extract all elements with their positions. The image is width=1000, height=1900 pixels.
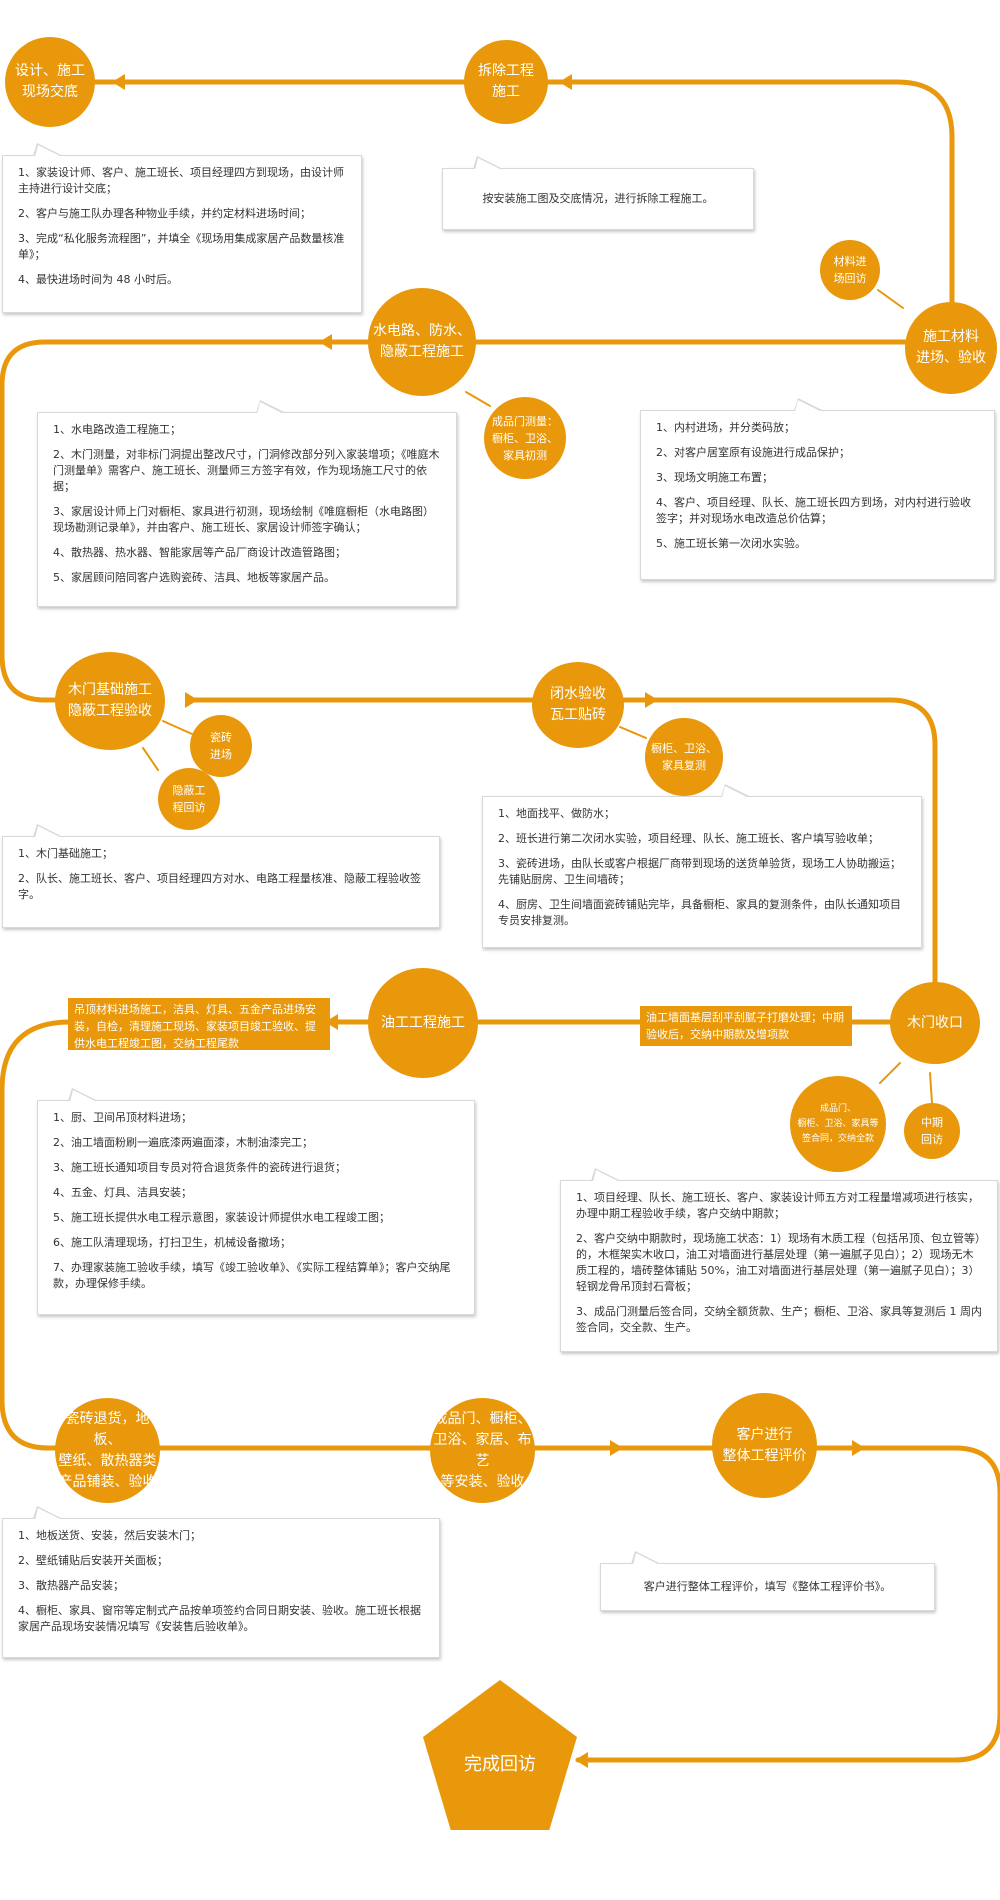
note-item: 1、水电路改造工程施工； — [53, 423, 181, 436]
note-item: 3、现场文明施工布置； — [656, 471, 773, 484]
note-item: 4、厨房、卫生间墙面瓷砖铺贴完毕，具备橱柜、家具的复测条件，由队长通知项目专员安… — [498, 898, 901, 927]
flow-arrow — [610, 1440, 623, 1456]
node-design-handover: 设计、施工 现场交底 — [5, 37, 95, 127]
node-evaluation: 客户进行 整体工程评价 — [712, 1393, 817, 1498]
tag-wall-putty: 油工墙面基层刮平刮腻子打磨处理；中期验收后，交纳中期款及增项款 — [640, 1006, 852, 1046]
note-item: 4、最快进场时间为 48 小时后。 — [18, 273, 178, 286]
note-box-materials: 1、内村进场，并分类码放； 2、对客户居室原有设施进行成品保护； 3、现场文明施… — [640, 398, 995, 580]
note-item: 3、散热器产品安装； — [18, 1579, 124, 1592]
note-item: 2、班长进行第二次闭水实验，项目经理、队长、施工班长、客户填写验收单； — [498, 832, 879, 845]
subnode-mid-visit: 中期 回访 — [904, 1103, 960, 1159]
note-item: 1、项目经理、队长、施工班长、客户、家装设计师五方对工程量增减项进行核实，办理中… — [576, 1191, 979, 1220]
node-finished-products: 成品门、橱柜、 卫浴、家居、布艺 等安装、验收 — [430, 1398, 535, 1503]
note-item: 3、完成“私化服务流程图”，并填全《现场用集成家居产品数量核准单》； — [18, 232, 345, 261]
flow-arrow — [185, 692, 198, 708]
note-item: 1、木门基础施工； — [18, 847, 113, 860]
note-item: 2、油工墙面粉刷一遍底漆两遍面漆，木制油漆完工； — [53, 1136, 313, 1149]
note-item: 6、施工队清理现场，打扫卫生，机械设备撤场； — [53, 1236, 291, 1249]
note-box-evaluation: 客户进行整体工程评价，填写《整体工程评价书》。 — [600, 1551, 935, 1611]
subnode-hidden-visit: 隐蔽工 程回访 — [158, 768, 220, 830]
note-item: 5、家居顾问陪同客户选购瓷砖、洁具、地板等家居产品。 — [53, 571, 335, 584]
node-demolition: 拆除工程 施工 — [464, 40, 548, 124]
note-box-design-handover: 1、家装设计师、客户、施工班长、项目经理四方到现场，由设计师主持进行设计交底； … — [2, 143, 362, 313]
note-item: 3、成品门测量后签合同，交纳全额货款、生产；橱柜、卫浴、家具等复测后 1 周内签… — [576, 1305, 982, 1334]
connector-cabinet-recheck — [619, 726, 647, 739]
note-item: 4、散热器、热水器、智能家居等产品厂商设计改造管路图； — [53, 546, 346, 559]
note-item: 2、壁纸铺贴后安装开关面板； — [18, 1554, 168, 1567]
note-item: 客户进行整体工程评价，填写《整体工程评价书》。 — [643, 1580, 892, 1593]
note-item: 2、客户交纳中期款时，现场施工状态：1）现场有木质工程（包括吊顶、包立管等）的，… — [576, 1232, 981, 1293]
note-item: 2、客户与施工队办理各种物业手续，并约定材料进场时间； — [18, 207, 311, 220]
node-materials-entry: 施工材料 进场、验收 — [905, 302, 997, 394]
note-item: 3、施工班长通知项目专员对符合退货条件的瓷砖进行退货； — [53, 1161, 346, 1174]
note-item: 2、对客户居室原有设施进行成品保护； — [656, 446, 850, 459]
note-box-demolition: 按安装施工图及交底情况，进行拆除工程施工。 — [442, 156, 754, 230]
note-item: 4、客户、项目经理、队长、施工班长四方到场，对内村进行验收签字；并对现场水电改造… — [656, 496, 971, 525]
connector-contract — [879, 1062, 901, 1084]
flow-arrow — [645, 692, 658, 708]
note-item: 1、家装设计师、客户、施工班长、项目经理四方到现场，由设计师主持进行设计交底； — [18, 166, 344, 195]
note-item: 1、内村进场，并分类码放； — [656, 421, 795, 434]
note-item: 按安装施工图及交底情况，进行拆除工程施工。 — [482, 192, 714, 205]
flow-line-row1 — [92, 79, 955, 315]
node-water-test-tiling: 闭水验收 瓦工贴砖 — [532, 662, 624, 748]
note-item: 5、施工班长第一次闭水实验。 — [656, 537, 806, 550]
node-wood-door-finish: 木门收口 — [890, 982, 980, 1064]
note-box-painting: 1、厨、卫间吊顶材料进场； 2、油工墙面粉刷一遍底漆两遍面漆，木制油漆完工； 3… — [37, 1088, 475, 1315]
node-painting: 油工工程施工 — [368, 968, 478, 1078]
note-box-plumbing: 1、水电路改造工程施工； 2、木门测量，对非标门洞提出整改尺寸，门洞修改部分列入… — [37, 400, 457, 607]
flow-arrow — [112, 74, 125, 90]
note-item: 2、队长、施工班长、客户、项目经理四方对水、电路工程量核准、隐蔽工程验收签字。 — [18, 872, 421, 901]
subnode-cabinet-recheck: 橱柜、卫浴、 家具复测 — [645, 718, 723, 796]
subnode-contract-sign: 成品门、 橱柜、卫浴、家具等 签合同，交纳全款 — [790, 1076, 886, 1172]
note-item: 1、地面找平、做防水； — [498, 807, 615, 820]
flow-arrow — [575, 1752, 588, 1768]
note-item: 4、五金、灯具、洁具安装； — [53, 1186, 192, 1199]
connector-tile-entry — [162, 720, 193, 735]
note-box-mid-payment: 1、项目经理、队长、施工班长、客户、家装设计师五方对工程量增减项进行核实，办理中… — [560, 1168, 998, 1352]
flow-arrow — [319, 334, 332, 350]
subnode-tile-entry: 瓷砖 进场 — [190, 715, 252, 777]
flow-arrow — [325, 1014, 338, 1030]
note-item: 4、橱柜、家具、窗帘等定制式产品按单项签约合同日期安装、验收。施工班长根据家居产… — [18, 1604, 421, 1633]
note-box-water-test: 1、地面找平、做防水； 2、班长进行第二次闭水实验，项目经理、队长、施工班长、客… — [482, 784, 922, 948]
node-plumbing-electrical: 水电路、防水、 隐蔽工程施工 — [368, 288, 476, 396]
node-wood-door-base: 木门基础施工 隐蔽工程验收 — [55, 652, 165, 750]
note-item: 1、地板送货、安装，然后安装木门； — [18, 1529, 201, 1542]
tag-ceiling-materials: 吊顶材料进场施工，洁具、灯具、五金产品进场安装，自检，清理施工现场、家装项目竣工… — [68, 998, 330, 1050]
flow-line-row3 — [185, 697, 938, 985]
flow-line-row5 — [157, 1445, 1000, 1763]
connector-hidden-visit — [142, 747, 159, 771]
note-item: 3、家居设计师上门对橱柜、家具进行初测，现场绘制《唯庭橱柜（水电路图）现场勘测记… — [53, 505, 434, 534]
node-tile-return: 瓷砖退货，地板、 壁纸、散热器类 产品铺装、验收 — [55, 1398, 160, 1503]
note-item: 3、瓷砖进场，由队长或客户根据厂商带到现场的送货单验货，现场工人协助搬运；先铺贴… — [498, 857, 901, 886]
flow-arrow — [559, 74, 572, 90]
note-item: 7、办理家装施工验收手续，填写《竣工验收单》、《实际工程结算单》；客户交纳尾款，… — [53, 1261, 451, 1290]
subnode-material-visit: 材料进 场回访 — [820, 240, 880, 300]
note-box-wood-door-base: 1、木门基础施工； 2、队长、施工班长、客户、项目经理四方对水、电路工程量核准、… — [2, 824, 440, 928]
subnode-product-measure: 成品门测量： 橱柜、卫浴、 家具初测 — [484, 397, 566, 479]
connector-mid-visit — [929, 1072, 933, 1104]
connector-materials-visit — [877, 289, 904, 309]
connector-product-measure — [465, 391, 491, 407]
note-item: 2、木门测量，对非标门洞提出整改尺寸，门洞修改部分列入家装增项；《唯庭木门测量单… — [53, 448, 440, 493]
flow-arrow — [852, 1440, 865, 1456]
note-item: 5、施工班长提供水电工程示意图，家装设计师提供水电工程竣工图； — [53, 1211, 390, 1224]
note-box-tile-return: 1、地板送货、安装，然后安装木门； 2、壁纸铺贴后安装开关面板； 3、散热器产品… — [2, 1506, 440, 1658]
flow-line-row2-left — [0, 339, 371, 703]
note-item: 1、厨、卫间吊顶材料进场； — [53, 1111, 192, 1124]
